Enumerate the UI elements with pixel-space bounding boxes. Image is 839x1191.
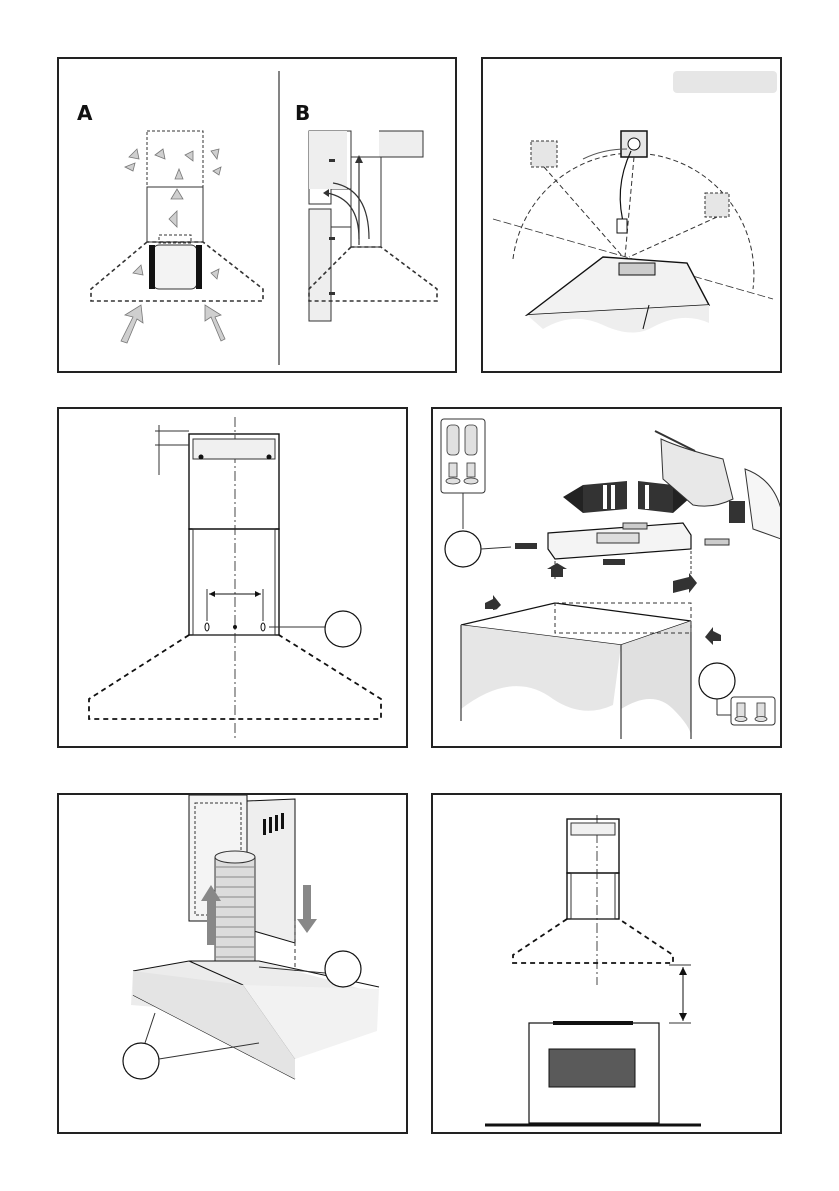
panel-duct-connection — [57, 793, 408, 1134]
duct-diagram — [59, 795, 408, 1134]
chimney-diagram — [59, 409, 408, 748]
ventilation-diagram — [59, 59, 457, 373]
panel-electrical-connection — [481, 57, 782, 373]
panel-ventilation-modes: A B — [57, 57, 457, 373]
panel-bracket-drilling — [431, 407, 782, 748]
panel-height-above-hob — [431, 793, 782, 1134]
electrical-diagram — [483, 59, 782, 373]
bracket-diagram — [433, 409, 782, 748]
panel-chimney-dimensions — [57, 407, 408, 748]
height-diagram — [433, 795, 782, 1134]
